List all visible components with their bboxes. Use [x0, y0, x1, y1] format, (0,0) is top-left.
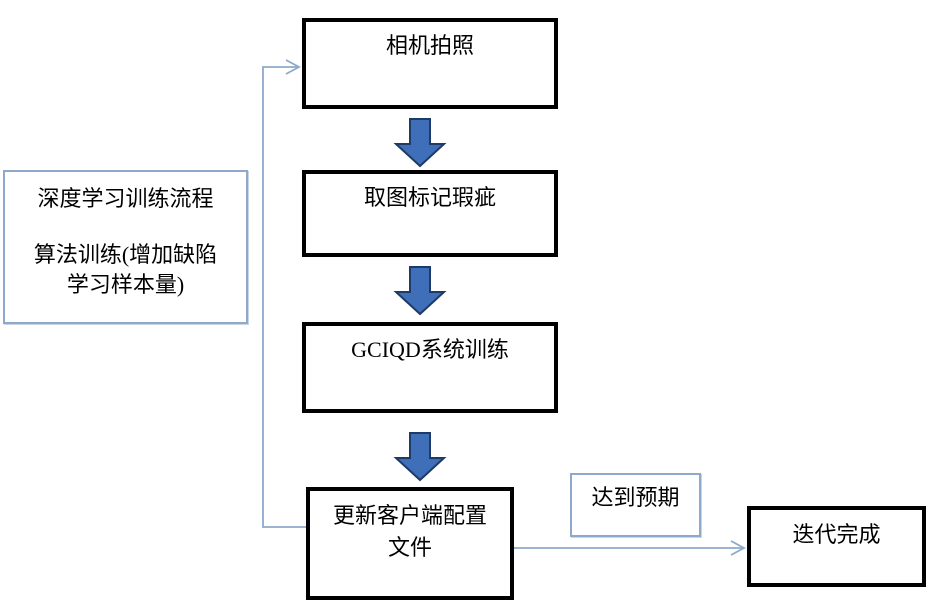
side-note-box: 深度学习训练流程 算法训练(增加缺陷 学习样本量) [3, 170, 248, 324]
down-block-arrow-2-icon [393, 266, 447, 316]
side-note-body-line-1: 算法训练(增加缺陷 [33, 242, 218, 267]
process-label-gciqd-training: GCIQD系统训练 [351, 337, 509, 362]
condition-label: 达到预期 [591, 485, 680, 510]
condition-label-box: 达到预期 [570, 473, 701, 537]
down-block-arrow-1-icon [393, 118, 447, 168]
process-box-camera-capture: 相机拍照 [302, 18, 558, 109]
side-note-body-line-2: 学习样本量) [66, 272, 185, 297]
process-label-update-client-config-line-1: 更新客户端配置 [332, 503, 487, 528]
end-box-iteration-complete: 迭代完成 [747, 506, 926, 587]
process-label-camera-capture: 相机拍照 [385, 33, 474, 58]
process-label-update-client-config-line-2: 文件 [387, 535, 432, 560]
feedback-arrowhead-icon [285, 59, 301, 75]
side-note-title: 深度学习训练流程 [37, 186, 214, 211]
process-box-mark-defects: 取图标记瑕疵 [302, 170, 558, 257]
end-label-iteration-complete: 迭代完成 [792, 522, 881, 547]
feedback-connector-line [262, 66, 306, 528]
process-box-gciqd-training: GCIQD系统训练 [302, 322, 558, 413]
down-block-arrow-3-icon [393, 432, 447, 482]
process-label-mark-defects: 取图标记瑕疵 [363, 185, 496, 210]
process-box-update-client-config: 更新客户端配置 文件 [306, 487, 514, 600]
result-arrowhead-icon [730, 540, 746, 556]
